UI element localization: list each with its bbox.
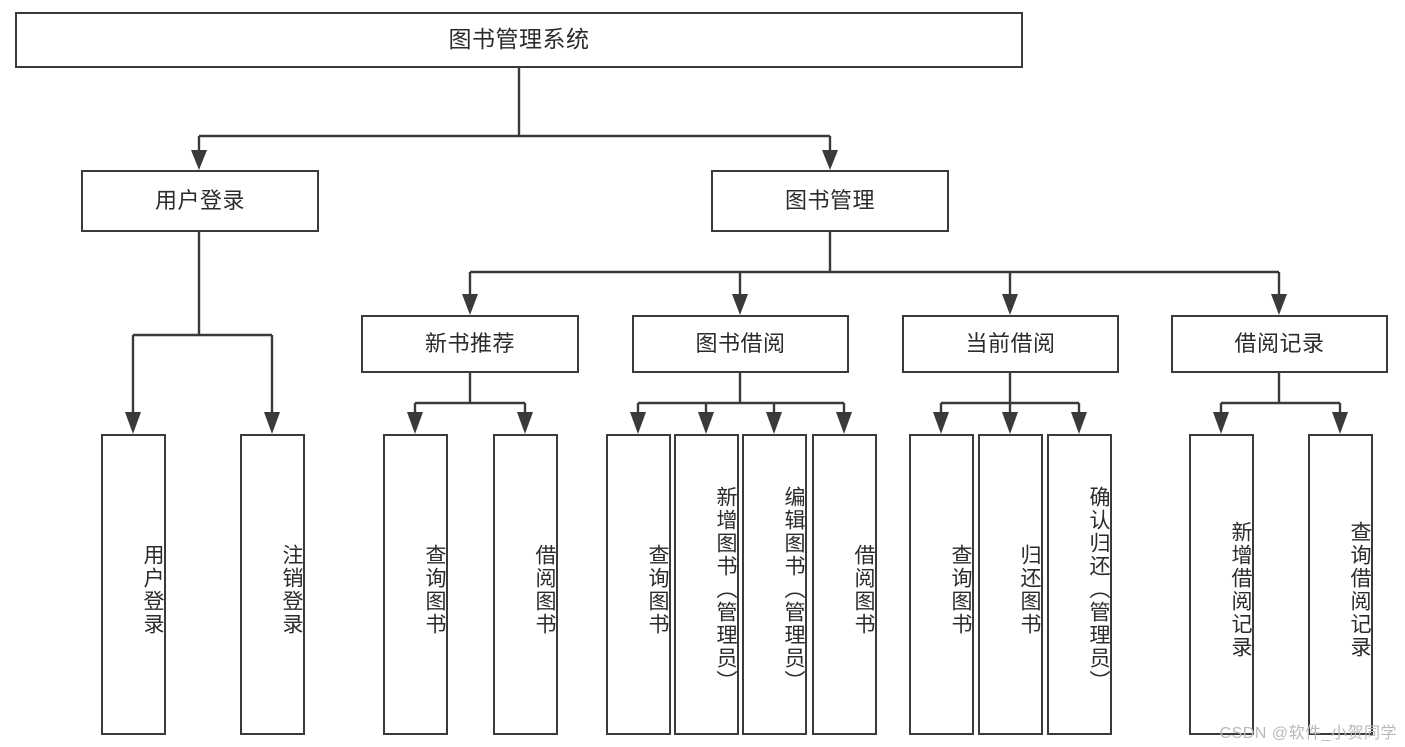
leaf-label: 新增图书（管理员） <box>714 486 737 693</box>
leaf-label: 借阅图书 <box>533 543 556 636</box>
node-leaf-edit-book-admin[interactable]: 编辑图书（管理员） <box>742 434 807 735</box>
node-leaf-query-book-1[interactable]: 查询图书 <box>383 434 448 735</box>
node-borrow-record[interactable]: 借阅记录 <box>1171 315 1388 373</box>
node-current-borrow[interactable]: 当前借阅 <box>902 315 1119 373</box>
node-leaf-query-book-3[interactable]: 查询图书 <box>909 434 974 735</box>
node-root[interactable]: 图书管理系统 <box>15 12 1023 68</box>
arrow-to-leaf-query-book-2 <box>630 412 646 434</box>
arrow-to-book-management <box>822 150 838 170</box>
node-leaf-add-book-admin[interactable]: 新增图书（管理员） <box>674 434 739 735</box>
leaf-label: 查询图书 <box>423 543 446 636</box>
arrow-to-leaf-return-book <box>1002 412 1018 434</box>
leaf-label: 确认归还（管理员） <box>1087 486 1110 693</box>
arrow-to-leaf-borrow-book-1 <box>517 412 533 434</box>
arrow-to-leaf-user-login <box>125 412 141 434</box>
node-leaf-user-login[interactable]: 用户登录 <box>101 434 166 735</box>
leaf-label: 新增借阅记录 <box>1229 520 1252 659</box>
node-leaf-return-book[interactable]: 归还图书 <box>978 434 1043 735</box>
node-new-book-recommend[interactable]: 新书推荐 <box>361 315 579 373</box>
node-leaf-logout-login[interactable]: 注销登录 <box>240 434 305 735</box>
node-leaf-borrow-book-1[interactable]: 借阅图书 <box>493 434 558 735</box>
arrow-to-leaf-logout-login <box>264 412 280 434</box>
leaf-label: 查询图书 <box>646 543 669 636</box>
arrow-to-leaf-query-book-1 <box>407 412 423 434</box>
node-book-borrow[interactable]: 图书借阅 <box>632 315 849 373</box>
node-leaf-query-book-2[interactable]: 查询图书 <box>606 434 671 735</box>
arrow-to-user-login <box>191 150 207 170</box>
node-leaf-borrow-book-2[interactable]: 借阅图书 <box>812 434 877 735</box>
leaf-label: 查询借阅记录 <box>1348 520 1371 659</box>
leaf-label: 查询图书 <box>949 543 972 636</box>
leaf-label: 用户登录 <box>141 543 164 636</box>
arrow-to-leaf-add-borrow-record <box>1213 412 1229 434</box>
node-leaf-add-borrow-record[interactable]: 新增借阅记录 <box>1189 434 1254 735</box>
arrow-to-new-book-recommend <box>462 294 478 315</box>
arrow-to-leaf-edit-book-admin <box>766 412 782 434</box>
leaf-label: 归还图书 <box>1018 543 1041 636</box>
leaf-label: 注销登录 <box>280 543 303 636</box>
arrow-to-leaf-query-book-3 <box>933 412 949 434</box>
node-leaf-query-borrow-record[interactable]: 查询借阅记录 <box>1308 434 1373 735</box>
node-user-login[interactable]: 用户登录 <box>81 170 319 232</box>
arrow-to-leaf-borrow-book-2 <box>836 412 852 434</box>
leaf-label: 编辑图书（管理员） <box>782 486 805 693</box>
node-leaf-confirm-return-admin[interactable]: 确认归还（管理员） <box>1047 434 1112 735</box>
arrow-to-leaf-confirm-return-admin <box>1071 412 1087 434</box>
arrow-to-borrow-record <box>1271 294 1287 315</box>
arrow-to-book-borrow <box>732 294 748 315</box>
leaf-label: 借阅图书 <box>852 543 875 636</box>
node-book-management[interactable]: 图书管理 <box>711 170 949 232</box>
arrow-to-leaf-add-book-admin <box>698 412 714 434</box>
arrow-to-leaf-query-borrow-record <box>1332 412 1348 434</box>
arrow-to-current-borrow <box>1002 294 1018 315</box>
